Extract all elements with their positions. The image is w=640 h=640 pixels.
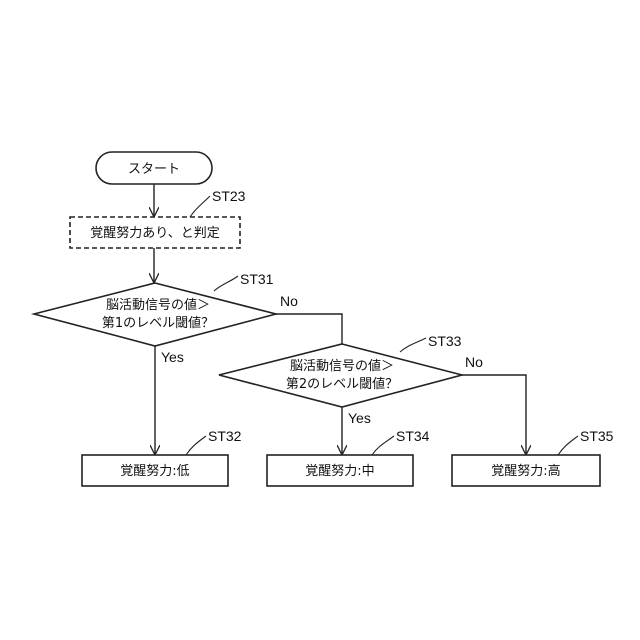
decision2-yes-label: Yes xyxy=(348,410,371,426)
st34-leader xyxy=(372,436,394,455)
st33-label: ST33 xyxy=(428,333,462,349)
decision1-node: 脳活動信号の値＞ 第1のレベル閾値？ xyxy=(34,283,276,346)
result-low-label: 覚醒努力:低 xyxy=(120,464,189,479)
st34-label: ST34 xyxy=(396,428,430,444)
decision2-node: 脳活動信号の値＞ 第2のレベル閾値？ xyxy=(219,344,462,407)
decision2-line2: 第2のレベル閾値？ xyxy=(286,376,398,392)
decision2-no-label: No xyxy=(465,354,483,370)
arrow-decision2-no xyxy=(462,375,526,454)
result-high-node: 覚醒努力:高 xyxy=(452,455,600,486)
decision1-yes-label: Yes xyxy=(161,349,184,365)
judge-node: 覚醒努力あり、と判定 xyxy=(70,217,240,248)
decision1-line2: 第1のレベル閾値？ xyxy=(102,315,214,331)
result-low-node: 覚醒努力:低 xyxy=(82,455,228,486)
st35-leader xyxy=(558,436,578,455)
start-label: スタート xyxy=(128,162,180,177)
st33-leader xyxy=(400,338,426,352)
judge-label: 覚醒努力あり、と判定 xyxy=(90,226,219,241)
st23-leader xyxy=(190,196,210,217)
start-node: スタート xyxy=(96,152,212,184)
decision2-line1: 脳活動信号の値＞ xyxy=(290,358,394,374)
st32-leader xyxy=(186,436,206,455)
st23-label: ST23 xyxy=(212,188,246,204)
result-high-label: 覚醒努力:高 xyxy=(491,463,560,479)
st31-leader xyxy=(214,276,238,291)
decision1-no-label: No xyxy=(280,293,298,309)
result-mid-node: 覚醒努力:中 xyxy=(267,455,413,486)
st31-label: ST31 xyxy=(240,271,274,287)
st32-label: ST32 xyxy=(208,428,242,444)
st35-label: ST35 xyxy=(580,428,614,444)
decision1-line1: 脳活動信号の値＞ xyxy=(106,297,210,313)
result-mid-label: 覚醒努力:中 xyxy=(305,464,374,479)
